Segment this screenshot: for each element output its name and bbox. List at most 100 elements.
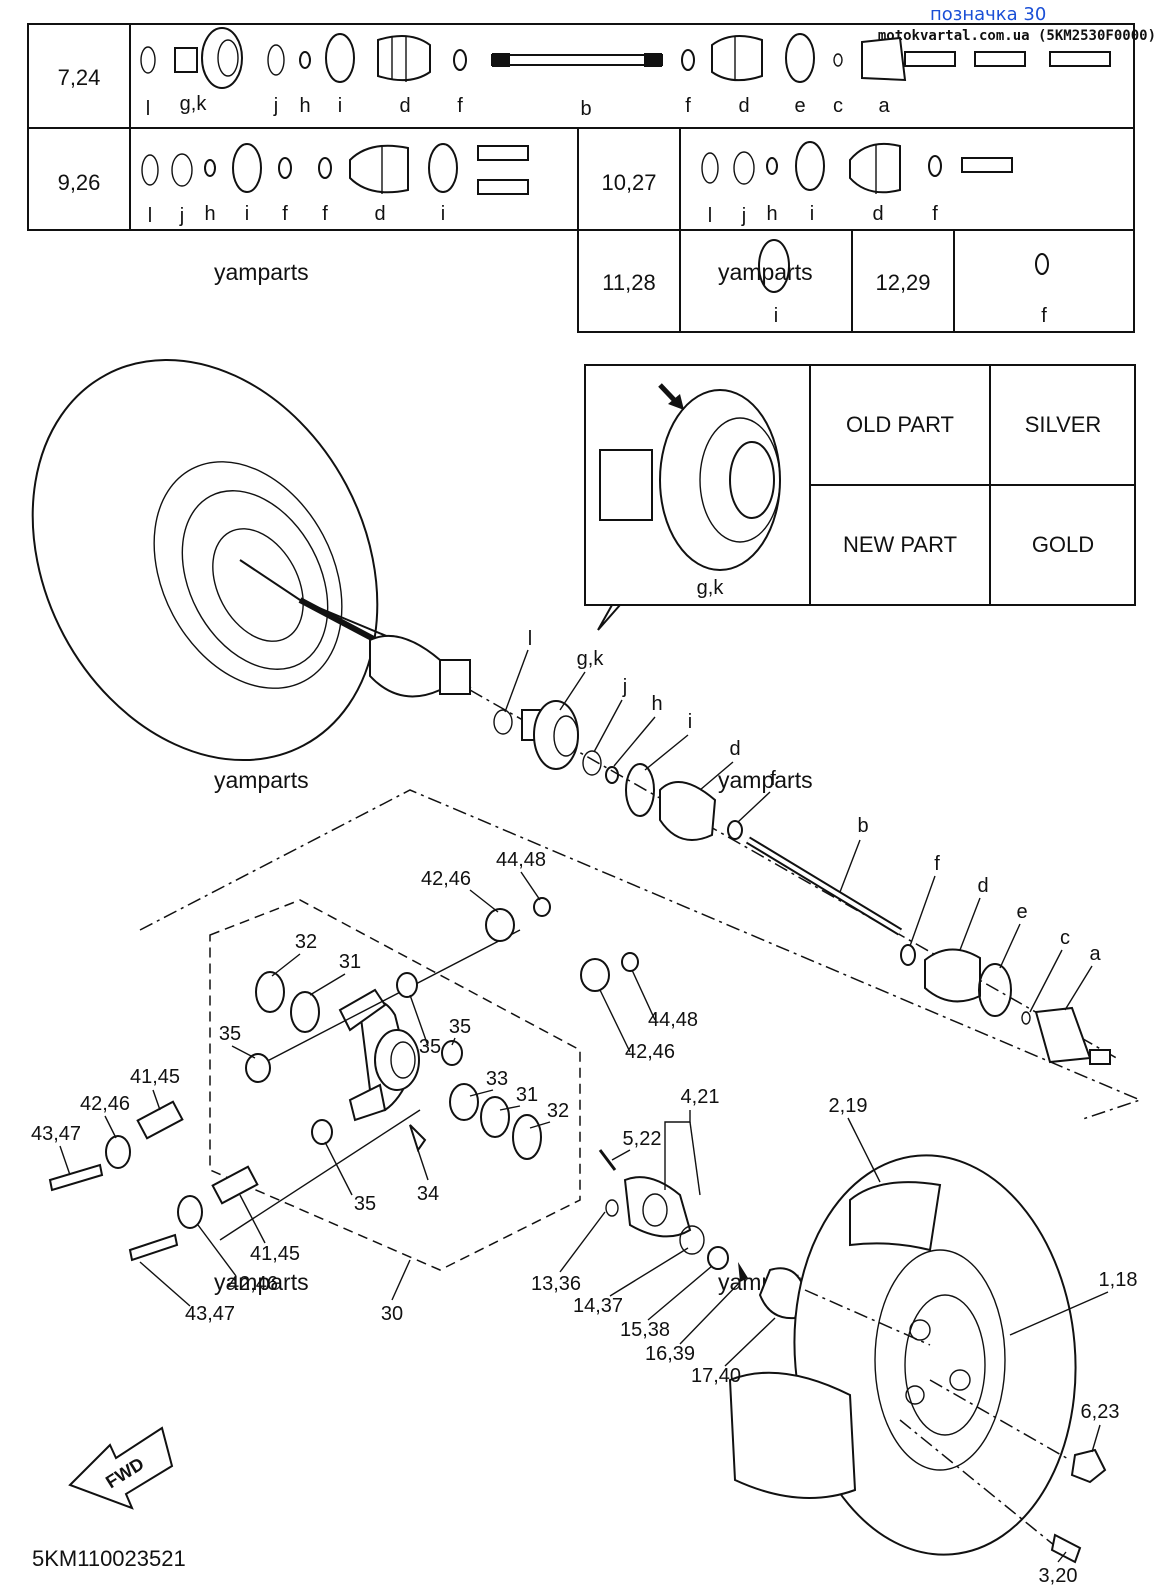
watermark-1: yamparts (214, 259, 309, 285)
svg-text:l: l (528, 628, 532, 650)
svg-text:43,47: 43,47 (31, 1123, 81, 1145)
exploded-driveshaft (469, 689, 1121, 1065)
svg-text:5,22: 5,22 (623, 1128, 662, 1150)
svg-text:f: f (322, 203, 328, 225)
diagram-code: 5KM110023521 (32, 1546, 186, 1571)
svg-text:33: 33 (486, 1068, 508, 1090)
svg-text:14,37: 14,37 (573, 1295, 623, 1317)
svg-text:44,48: 44,48 (496, 849, 546, 871)
svg-text:32: 32 (295, 931, 317, 953)
svg-text:l: l (708, 205, 712, 227)
svg-text:g,k: g,k (180, 93, 208, 115)
svg-text:g,k: g,k (577, 648, 605, 670)
svg-text:f: f (770, 768, 776, 790)
svg-text:4,21: 4,21 (681, 1086, 720, 1108)
watermark-5: yamparts (214, 1269, 309, 1295)
new-part-label: NEW PART (843, 532, 957, 557)
suspension-callouts: 44,48 42,46 32 31 35 35 35 35 41,45 42,4… (31, 849, 1138, 1587)
svg-text:30: 30 (381, 1303, 403, 1325)
svg-text:f: f (685, 95, 691, 117)
knuckle-assembly (48, 897, 807, 1320)
svg-text:35: 35 (354, 1193, 376, 1215)
suspension-frame-lines (139, 789, 1143, 1271)
watermark-3: yamparts (214, 767, 309, 793)
inset-callout: g,k (697, 577, 725, 599)
svg-text:h: h (204, 203, 215, 225)
marker-link[interactable]: позначка 30 (930, 4, 1047, 25)
new-part-color: GOLD (1032, 532, 1094, 557)
kit-ref-11-28: 11,28 (602, 270, 655, 295)
svg-text:i: i (338, 95, 342, 117)
kit-ref-7-24: 7,24 (58, 65, 101, 90)
svg-text:d: d (729, 738, 740, 760)
old-part-label: OLD PART (846, 412, 954, 437)
svg-text:l: l (146, 98, 150, 120)
svg-text:31: 31 (339, 951, 361, 973)
svg-text:d: d (399, 95, 410, 117)
row3b-letter: f (1041, 305, 1047, 327)
svg-text:c: c (1060, 927, 1070, 949)
svg-text:h: h (299, 95, 310, 117)
kit-ref-10-27: 10,27 (601, 170, 656, 195)
svg-text:l: l (148, 205, 152, 227)
old-part-color: SILVER (1025, 412, 1102, 437)
parts-kit-table: 7,24 9,26 10,27 11,28 12,29 (27, 23, 1135, 333)
svg-text:i: i (810, 203, 814, 225)
svg-text:j: j (741, 205, 746, 227)
svg-text:b: b (857, 815, 868, 837)
svg-text:c: c (833, 95, 843, 117)
svg-text:f: f (934, 853, 940, 875)
svg-text:e: e (1016, 901, 1027, 923)
row2-letters: l j h i f f d i (148, 203, 445, 227)
svg-text:42,46: 42,46 (421, 868, 471, 890)
inset-old-new-part: g,k OLD PART SILVER NEW PART GOLD (584, 364, 1136, 631)
svg-text:d: d (872, 203, 883, 225)
svg-text:13,36: 13,36 (531, 1273, 581, 1295)
svg-text:a: a (878, 95, 890, 117)
svg-text:35: 35 (219, 1023, 241, 1045)
svg-text:16,39: 16,39 (645, 1343, 695, 1365)
svg-text:b: b (580, 98, 591, 120)
svg-text:41,45: 41,45 (130, 1066, 180, 1088)
shaft-part-letters: l g,k j h i d f b f d e c a (528, 628, 1102, 965)
svg-text:i: i (245, 203, 249, 225)
kit-ref-12-29: 12,29 (875, 270, 930, 295)
svg-text:41,45: 41,45 (250, 1243, 300, 1265)
row3-letter: i (774, 305, 778, 327)
row3b-clamp-icon (1035, 253, 1049, 275)
svg-text:j: j (179, 205, 184, 227)
svg-text:3,20: 3,20 (1039, 1565, 1078, 1587)
svg-text:43,47: 43,47 (185, 1303, 235, 1325)
row1-parts-icons (140, 27, 1111, 89)
shaft-leader-lines (504, 649, 1093, 1013)
svg-text:42,46: 42,46 (625, 1041, 675, 1063)
lower-wheel-assembly (728, 1154, 1107, 1564)
row2-parts-icons (141, 143, 529, 195)
svg-text:a: a (1089, 943, 1101, 965)
svg-text:d: d (738, 95, 749, 117)
row2b-letters: l j h i d f (708, 203, 938, 227)
svg-text:15,38: 15,38 (620, 1319, 670, 1341)
svg-text:h: h (651, 693, 662, 715)
svg-text:f: f (282, 203, 288, 225)
svg-text:i: i (441, 203, 445, 225)
row2b-parts-icons (701, 141, 1013, 194)
svg-text:35: 35 (419, 1036, 441, 1058)
row1-letters: l g,k j h i d f b f d e c a (146, 93, 891, 120)
upper-wheel-assembly (31, 358, 472, 762)
suspension-leader-lines (59, 871, 1109, 1563)
watermark-4: yamparts (718, 767, 813, 793)
svg-text:e: e (794, 95, 805, 117)
svg-text:i: i (688, 711, 692, 733)
svg-text:17,40: 17,40 (691, 1365, 741, 1387)
svg-text:d: d (977, 875, 988, 897)
svg-text:31: 31 (516, 1084, 538, 1106)
svg-text:42,46: 42,46 (80, 1093, 130, 1115)
svg-text:f: f (457, 95, 463, 117)
svg-text:34: 34 (417, 1183, 439, 1205)
fwd-arrow-icon: FWD (68, 1426, 174, 1510)
svg-text:2,19: 2,19 (829, 1095, 868, 1117)
row3-band-icon (758, 239, 790, 293)
